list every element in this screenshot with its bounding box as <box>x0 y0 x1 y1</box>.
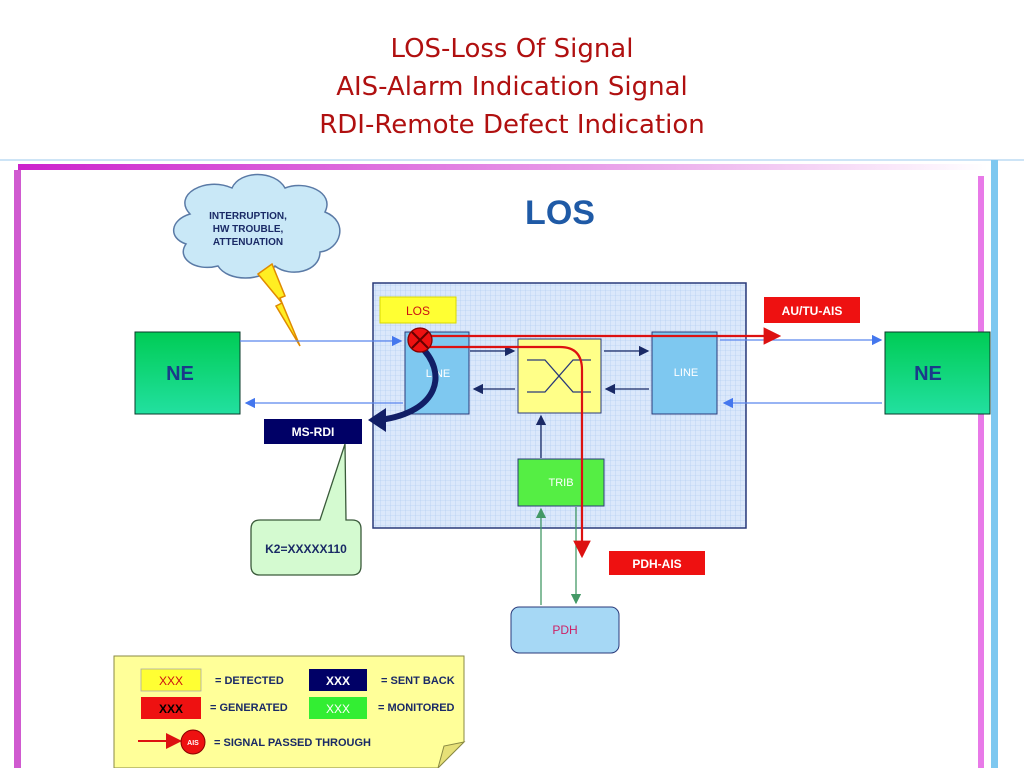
pdh-block: PDH <box>510 606 620 654</box>
pdh-ais-tag: PDH-AIS <box>609 551 705 575</box>
line-block-right: LINE <box>651 331 718 415</box>
legend-detected: = DETECTED <box>215 675 284 687</box>
au-tu-ais-label: AU/TU-AIS <box>782 304 843 318</box>
diagram-heading: LOS <box>525 194 595 232</box>
trib-block: TRIB <box>517 458 605 507</box>
legend-ais-icon-label: AIS <box>187 740 199 747</box>
los-detected-icon <box>407 327 433 353</box>
los-tag-label: LOS <box>406 304 430 318</box>
los-tag: LOS <box>379 296 457 324</box>
cloud-line: INTERRUPTION, <box>209 211 287 222</box>
legend-passed: = SIGNAL PASSED THROUGH <box>214 737 371 749</box>
line-right-label: LINE <box>674 367 698 379</box>
legend-sample-generated: XXX <box>159 702 183 716</box>
k2-callout-label: K2=XXXXX110 <box>265 542 347 556</box>
ms-rdi-label: MS-RDI <box>292 425 335 439</box>
lightning-icon <box>256 262 301 347</box>
ne-right: NE <box>884 331 991 415</box>
legend-monitored: = MONITORED <box>378 702 455 714</box>
pdh-ais-label: PDH-AIS <box>632 557 681 571</box>
ne-left-label: NE <box>166 363 194 385</box>
k2-callout: K2=XXXXX110 <box>250 443 362 576</box>
title-line: LOS-Loss Of Signal <box>390 34 634 64</box>
ne-right-label: NE <box>914 363 942 385</box>
legend-sent-back: = SENT BACK <box>381 675 455 687</box>
ais-icon <box>180 729 206 755</box>
cloud-line: ATTENUATION <box>213 237 283 248</box>
legend-sample-monitored: XXX <box>326 702 350 716</box>
slide-title: LOS-Loss Of Signal AIS-Alarm Indication … <box>0 30 1024 144</box>
au-tu-ais-tag: AU/TU-AIS <box>764 297 860 323</box>
ms-rdi-tag: MS-RDI <box>264 419 362 444</box>
cloud-line: HW TROUBLE, <box>213 224 284 235</box>
pdh-label: PDH <box>552 623 577 637</box>
ne-left: NE <box>134 331 241 415</box>
trib-label: TRIB <box>548 477 573 489</box>
slide-frame <box>0 159 1024 768</box>
legend-sample-detected: XXX <box>159 674 183 688</box>
legend-sample-sent-back: XXX <box>326 674 350 688</box>
cross-connect <box>517 338 602 414</box>
title-line: RDI-Remote Defect Indication <box>319 110 705 140</box>
legend-generated: = GENERATED <box>210 702 288 714</box>
title-line: AIS-Alarm Indication Signal <box>336 72 688 102</box>
legend: XXX = DETECTED XXX = SENT BACK XXX = GEN… <box>113 655 466 768</box>
cloud-callout: INTERRUPTION, HW TROUBLE, ATTENUATION <box>173 173 341 279</box>
